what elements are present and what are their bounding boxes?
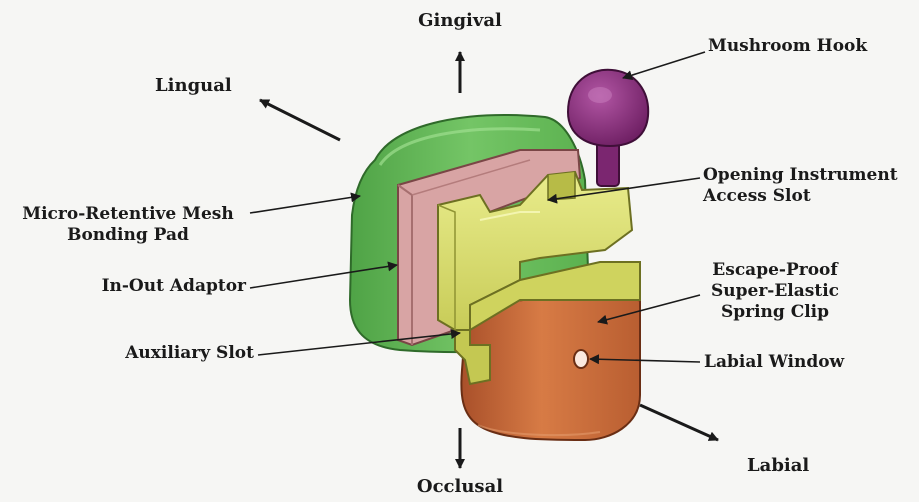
- labial-label: Labial: [747, 455, 809, 476]
- in-out-adaptor-label: In-Out Adaptor: [60, 276, 246, 297]
- mesh-pad-label-line1: Micro-Retentive Mesh: [6, 204, 250, 225]
- occlusal-label: Occlusal: [405, 476, 515, 497]
- spring-clip-label-line1: Escape-Proof: [690, 260, 860, 281]
- lingual-label: Lingual: [155, 75, 232, 96]
- lingual-arrow: [260, 100, 340, 140]
- spring-clip-label-line2: Super-Elastic: [690, 281, 860, 302]
- auxiliary-slot-label: Auxiliary Slot: [70, 343, 254, 364]
- mesh-pad-label-line2: Bonding Pad: [6, 225, 250, 246]
- opening-slot-label-line2: Access Slot: [703, 186, 909, 207]
- spring-clip-label-line3: Spring Clip: [690, 302, 860, 323]
- mushroom-hook-leader: [623, 52, 705, 78]
- labial-window-label: Labial Window: [704, 352, 844, 373]
- gingival-label: Gingival: [405, 10, 515, 31]
- mesh-pad-label: Micro-Retentive Mesh Bonding Pad: [6, 204, 250, 246]
- opening-slot-label: Opening Instrument Access Slot: [703, 165, 909, 207]
- opening-slot-label-line1: Opening Instrument: [703, 165, 909, 186]
- labial-arrow: [640, 405, 718, 440]
- spring-clip-label: Escape-Proof Super-Elastic Spring Clip: [690, 260, 860, 323]
- mushroom-hook-label: Mushroom Hook: [708, 36, 867, 57]
- mesh-pad-leader: [250, 196, 360, 213]
- labial-window-hole: [574, 350, 588, 368]
